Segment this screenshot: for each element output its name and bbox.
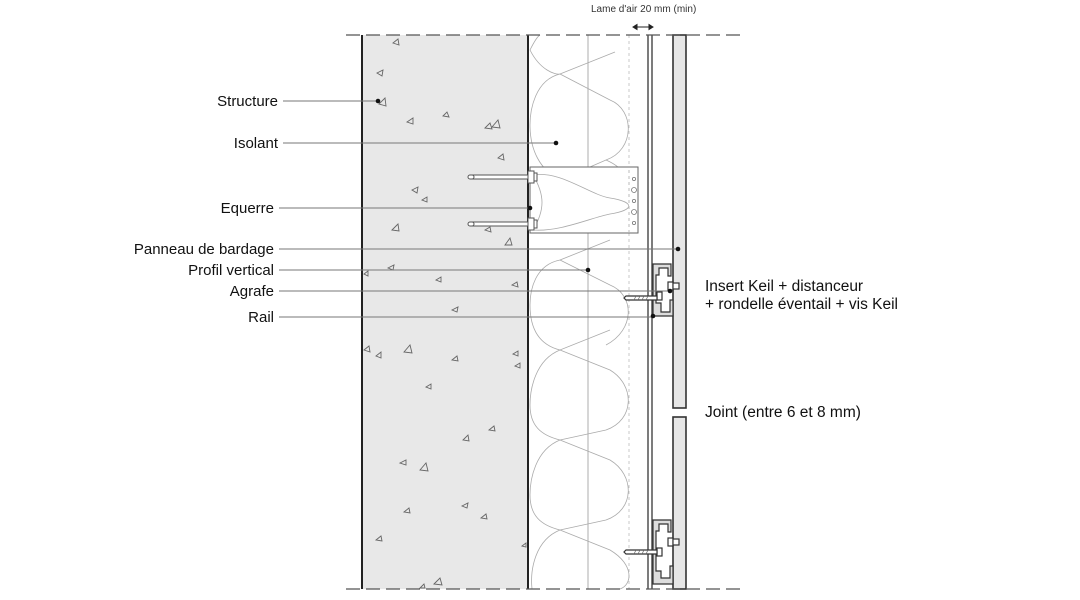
cladding-panel-upper	[672, 34, 687, 409]
bracket-equerre	[467, 166, 639, 234]
structure-concrete	[361, 35, 529, 589]
leader-lines	[279, 100, 678, 318]
vertical-profile	[647, 35, 653, 589]
air-gap-dimension-arrow	[632, 23, 654, 31]
cladding-panel-lower	[672, 416, 687, 590]
label-equerre: Equerre	[220, 200, 274, 217]
break-lines	[346, 34, 745, 590]
air-gap-label: Lame d'air 20 mm (min)	[591, 4, 697, 15]
label-panneau-de-bardage: Panneau de bardage	[133, 241, 274, 258]
label-structure: Structure	[217, 93, 278, 110]
label-insert-keil-line1: Insert Keil + distanceur	[705, 278, 864, 295]
leader-dots	[375, 98, 681, 319]
label-profil-vertical: Profil vertical	[188, 262, 274, 279]
insulation	[529, 34, 630, 590]
label-insert-keil-line2: + rondelle éventail + vis Keil	[705, 296, 899, 313]
label-agrafe: Agrafe	[229, 283, 274, 300]
label-joint: Joint (entre 6 et 8 mm)	[705, 404, 861, 421]
label-isolant: Isolant	[233, 135, 278, 152]
label-rail: Rail	[248, 309, 274, 326]
rail-clip-lower	[623, 519, 680, 585]
